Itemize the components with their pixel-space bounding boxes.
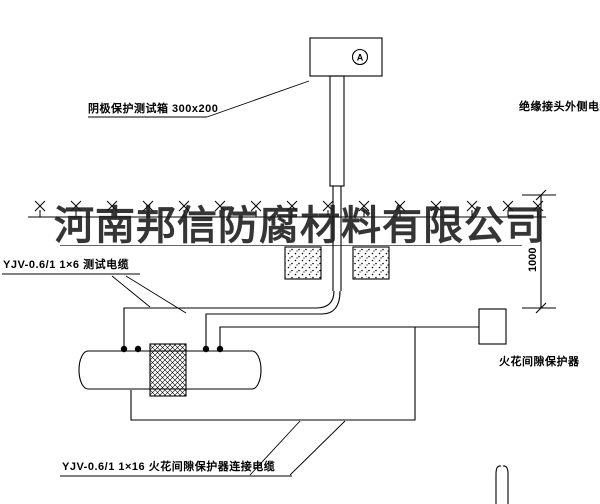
spark-gap-label: 火花间隙保护器: [499, 356, 580, 368]
dimension-label: 1000: [527, 247, 539, 272]
test-cables: [123, 290, 341, 347]
outer-cable-label: 绝缘接头外侧电缆: [519, 101, 600, 113]
ground-line: [28, 200, 546, 218]
connect-cable-label: YJV-0.6/1 1×16 火花间隙保护器连接电缆: [62, 461, 276, 473]
ammeter-symbol: A: [357, 53, 364, 63]
weld-points: [120, 345, 224, 353]
ground-rod-symbol: [495, 465, 509, 504]
concrete-foundations: [284, 246, 390, 280]
conduit-riser: [329, 75, 345, 291]
spark-gap-protector: [478, 308, 507, 345]
leader-lines: [2, 80, 346, 477]
insulating-joint: [149, 343, 187, 397]
dimension-1000: [522, 189, 556, 314]
test-box: [309, 37, 383, 77]
test-box-label: 阴极保护测试箱 300x200: [88, 103, 219, 115]
protector-cables: [130, 326, 479, 421]
watermark-strike-line: [60, 245, 522, 246]
test-cable-label: YJV-0.6/1 1×6 测试电缆: [3, 259, 130, 271]
